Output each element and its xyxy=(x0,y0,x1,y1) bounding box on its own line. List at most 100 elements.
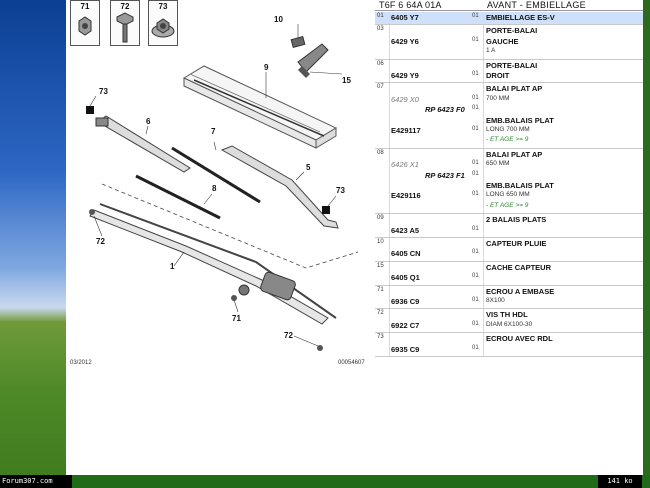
site-watermark: Forum307.com xyxy=(0,475,72,488)
column-divider xyxy=(389,83,390,148)
part-reference[interactable]: 6429 Y9 xyxy=(391,70,419,80)
group-title: AVANT - EMBIELLAGE xyxy=(487,0,586,10)
part-description: PORTE-BALAI xyxy=(486,26,538,36)
part-position: 10 xyxy=(377,238,384,245)
part-reference[interactable]: RP 6423 F1 xyxy=(425,170,465,180)
part-description: DIAM 6X100-30 xyxy=(486,320,533,328)
part-description: ECROU AVEC RDL xyxy=(486,334,553,344)
part-reference[interactable]: 6935 C9 xyxy=(391,344,420,354)
part-description: EMB.BALAIS PLAT xyxy=(486,115,554,125)
part-quantity: 01 xyxy=(472,13,479,19)
part-description: BALAI PLAT AP xyxy=(486,84,543,94)
part-row[interactable]: 09 2 BALAIS PLATS 6423 A5 01 xyxy=(375,214,643,238)
part-position: 07 xyxy=(377,84,384,91)
part-row[interactable]: 01 6405 Y7 01 EMBIELLAGE ES-V xyxy=(375,12,643,26)
part-quantity: 01 xyxy=(472,296,479,303)
part-description: 8X100 xyxy=(486,296,505,304)
desktop-edge xyxy=(642,0,650,488)
part-quantity: 01 xyxy=(472,170,479,177)
callout-7: 7 xyxy=(211,127,216,136)
column-divider xyxy=(389,285,390,309)
part-reference[interactable]: E429117 xyxy=(391,125,421,135)
part-position: 01 xyxy=(377,13,384,19)
callout-9: 9 xyxy=(264,63,269,72)
part-quantity: 01 xyxy=(472,70,479,77)
part-description: 2 BALAIS PLATS xyxy=(486,215,547,225)
part-reference[interactable]: 6426 X1 xyxy=(391,160,419,170)
part-reference[interactable]: RP 6423 F0 xyxy=(425,105,465,115)
column-divider xyxy=(483,214,484,237)
column-divider xyxy=(483,25,484,59)
part-position: 15 xyxy=(377,262,384,269)
part-description: 1 A xyxy=(486,47,496,55)
callout-71: 71 xyxy=(232,314,241,323)
part-description: GAUCHE xyxy=(486,36,519,46)
part-row[interactable]: 07 BALAI PLAT AP 6429 X0 01 700 MM RP 6423 F0… xyxy=(375,83,643,149)
part-description: - ET AGE >= 9 xyxy=(486,201,529,209)
part-reference[interactable]: 6429 X0 xyxy=(391,94,419,104)
part-reference[interactable]: E429116 xyxy=(391,191,421,201)
column-divider xyxy=(483,12,484,25)
part-position: 08 xyxy=(377,149,384,156)
group-code: T6F 6 64A 01A xyxy=(379,0,442,10)
part-quantity: 01 xyxy=(472,344,479,351)
part-position: 09 xyxy=(377,215,384,222)
part-description: CAPTEUR PLUIE xyxy=(486,238,547,248)
part-quantity: 01 xyxy=(472,273,479,280)
part-reference[interactable]: 6429 Y6 xyxy=(391,36,419,46)
diagram-date: 03/2012 xyxy=(70,360,92,366)
part-position: 73 xyxy=(377,334,384,341)
ref-box-73: 73 xyxy=(148,0,178,46)
column-divider xyxy=(389,333,390,356)
column-divider xyxy=(389,309,390,333)
part-description: - ET AGE >= 9 xyxy=(486,136,529,144)
column-divider xyxy=(483,261,484,285)
part-quantity: 01 xyxy=(472,125,479,132)
part-quantity: 01 xyxy=(472,249,479,256)
diagram-id: 00054607 xyxy=(338,360,365,366)
column-divider xyxy=(483,148,484,214)
callout-72: 72 xyxy=(96,237,105,246)
part-reference[interactable]: 6922 C7 xyxy=(391,320,420,330)
wiper-linkage-drawing xyxy=(86,24,359,351)
part-quantity: 01 xyxy=(472,225,479,232)
part-row[interactable]: 10 CAPTEUR PLUIE 6405 CN 01 xyxy=(375,237,643,262)
column-divider xyxy=(389,148,390,214)
screw-icon xyxy=(116,12,134,43)
part-position: 71 xyxy=(377,286,384,293)
part-description: 700 MM xyxy=(486,94,510,102)
part-quantity: 01 xyxy=(472,105,479,112)
callout-72: 72 xyxy=(284,331,293,340)
column-divider xyxy=(389,25,390,59)
part-row[interactable]: 73 ECROU AVEC RDL 6935 C9 01 xyxy=(375,333,643,357)
diagram-lower-blank xyxy=(66,372,378,475)
part-description: DROIT xyxy=(486,70,510,80)
ref-box-number: 73 xyxy=(158,2,168,11)
part-quantity: 01 xyxy=(472,36,479,43)
callout-8: 8 xyxy=(212,184,217,193)
callout-6: 6 xyxy=(146,117,151,126)
part-reference[interactable]: 6405 Y7 xyxy=(391,13,419,22)
part-reference[interactable]: 6405 Q1 xyxy=(391,273,420,283)
status-bar: Forum307.com 141 ko xyxy=(0,475,650,488)
part-reference[interactable]: 6936 C9 xyxy=(391,296,420,306)
part-quantity: 01 xyxy=(472,320,479,327)
part-quantity: 01 xyxy=(472,160,479,167)
part-reference[interactable]: 6405 CN xyxy=(391,249,421,259)
part-description: LONG 650 MM xyxy=(486,191,530,199)
part-description: VIS TH HDL xyxy=(486,310,528,320)
part-reference[interactable]: 6423 A5 xyxy=(391,225,420,235)
part-description: EMBIELLAGE ES-V xyxy=(486,13,555,22)
callout-5: 5 xyxy=(306,163,311,172)
nut-icon xyxy=(78,16,92,36)
column-divider xyxy=(483,333,484,356)
flanged-nut-icon xyxy=(151,18,175,38)
exploded-diagram-panel: 71 72 73 10 15 9 73 6 7 5 8 73 72 1 71 7… xyxy=(66,0,378,372)
ref-box-number: 72 xyxy=(120,2,130,11)
